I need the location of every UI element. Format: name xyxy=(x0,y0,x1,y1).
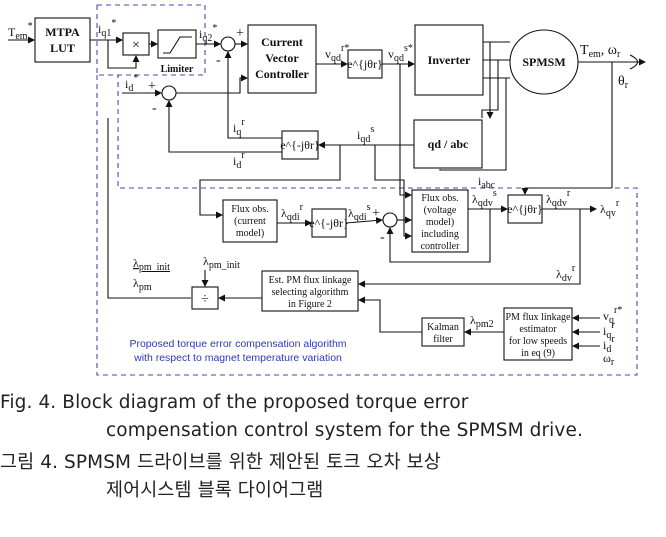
label-lam-qdv-r: λqdvr xyxy=(546,188,571,209)
block-diagram: MTPA LUT × Limiter Current Vector Contro… xyxy=(8,4,646,376)
qd-abc-block: qd / abc xyxy=(413,119,483,169)
sign-plus-2: + xyxy=(148,79,156,94)
sign-minus-3: - xyxy=(380,230,385,245)
label-iq-r: iqr xyxy=(233,117,245,138)
label-lam-dv-r: λdvr xyxy=(556,263,576,284)
cvc-label-2: Vector xyxy=(265,51,299,65)
sign-minus-2: - xyxy=(152,101,157,116)
sum-id xyxy=(161,85,177,101)
wires xyxy=(8,36,646,350)
limiter-label: Limiter xyxy=(161,64,194,75)
fluxv-label-1: Flux obs. xyxy=(421,193,458,204)
pmest-label-1: PM flux linkage xyxy=(506,312,572,323)
rot1-label: e^{jθr} xyxy=(347,57,383,71)
label-iqd-s: iqds xyxy=(357,124,374,145)
label-id-ref: id* xyxy=(125,73,138,94)
label-lam-pm2: λpm2 xyxy=(470,313,494,330)
fluxv-label-2: (voltage xyxy=(424,205,457,216)
dashed-regions xyxy=(96,4,638,376)
caption-ko-line-2: 제어시스템 블록 다이어그램 xyxy=(106,480,324,501)
label-iq-in: iqr xyxy=(603,320,615,341)
fluxv-label-4: including xyxy=(421,229,459,240)
sum-iq xyxy=(220,36,236,52)
proposed-line-2: with respect to magnet temperature varia… xyxy=(133,352,342,364)
rotation-inverse-block-1: e^{-jθr} xyxy=(280,130,320,160)
kalman-filter-block: Kalman filter xyxy=(421,317,465,347)
pmest-label-3: for low speeds xyxy=(509,336,567,347)
label-tem-out: Tem, ωr xyxy=(580,43,621,60)
label-id-in: idr xyxy=(603,334,615,355)
label-id-r: idr xyxy=(233,150,245,171)
fluxv-label-5: controller xyxy=(421,241,461,252)
label-lam-qdi-r: λqdir xyxy=(281,202,304,223)
caption-en-line-1: Fig. 4. Block diagram of the proposed to… xyxy=(0,392,469,413)
rot-inv2-label: e^{-jθr} xyxy=(309,216,349,230)
label-lam-pm-init-b: λpm_init xyxy=(203,254,240,271)
pm-flux-estimator-block: PM flux linkage estimator for low speeds… xyxy=(503,307,573,361)
rotation-block-2: e^{jθr} xyxy=(507,194,543,224)
fluxc-label-2: (current xyxy=(234,216,266,227)
estpm-label-2: selecting algorithm xyxy=(272,287,349,298)
fluxc-label-3: model) xyxy=(236,228,264,239)
cvc-label-3: Controller xyxy=(255,67,309,81)
label-lam-qdi-s: λqdis xyxy=(348,202,371,223)
label-vqd-r: vqdr* xyxy=(325,43,349,64)
label-tem-ref: Tem* xyxy=(8,21,33,42)
qd-abc-label: qd / abc xyxy=(428,137,469,151)
label-theta-r: θr xyxy=(618,74,629,91)
estpm-label-1: Est. PM flux linkage xyxy=(269,275,352,286)
label-wr-in: ωr xyxy=(603,351,615,368)
signs: + - + - + - xyxy=(148,26,385,245)
spmsm-block: SPMSM xyxy=(509,29,579,95)
mtpa-label-1: MTPA xyxy=(45,25,80,39)
mtpa-label-2: LUT xyxy=(50,41,75,55)
current-vector-controller-block: Current Vector Controller xyxy=(247,24,317,94)
label-iq2: iq2* xyxy=(199,23,217,44)
divide-block: ÷ xyxy=(191,286,219,310)
mtpa-lut-block: MTPA LUT xyxy=(34,17,91,63)
fluxv-label-3: model) xyxy=(426,217,454,228)
pmest-label-2: estimator xyxy=(519,324,557,335)
estpm-label-3: in Figure 2 xyxy=(288,299,332,310)
sign-plus-1: + xyxy=(236,26,244,41)
cvc-label-1: Current xyxy=(261,35,303,49)
label-lam-pm: λpm xyxy=(133,276,152,293)
label-vqd-s: vqds* xyxy=(388,43,413,64)
label-iq1: iq1* xyxy=(98,18,116,39)
spmsm-label: SPMSM xyxy=(522,55,565,69)
flux-observer-current-block: Flux obs. (current model) xyxy=(222,199,278,243)
label-lam-qv-r: λqvr xyxy=(600,198,620,219)
fluxc-label-1: Flux obs. xyxy=(231,204,268,215)
proposed-line-1: Proposed torque error compensation algor… xyxy=(129,338,346,350)
rotation-inverse-block-2: e^{-jθr} xyxy=(309,208,349,238)
rot-inv-label: e^{-jθr} xyxy=(280,138,320,152)
rot2-label: e^{jθr} xyxy=(507,202,543,216)
multiply-symbol: × xyxy=(132,38,140,53)
sign-plus-3: + xyxy=(372,206,380,221)
est-pm-selector-block: Est. PM flux linkage selecting algorithm… xyxy=(261,270,359,312)
divide-symbol: ÷ xyxy=(201,292,209,307)
label-lam-pm-init-a: λpm_init xyxy=(133,256,170,273)
caption-en-line-2: compensation control system for the SPMS… xyxy=(106,420,583,441)
sum-flux xyxy=(382,212,398,228)
pmest-label-4: in eq (9) xyxy=(521,348,555,359)
proposed-algorithm-label: Proposed torque error compensation algor… xyxy=(129,338,346,364)
inverter-label: Inverter xyxy=(428,53,471,67)
label-iabc: iabc xyxy=(478,174,496,191)
sign-minus-1: - xyxy=(216,53,221,68)
kalman-label-1: Kalman xyxy=(427,322,459,333)
inverter-block: Inverter xyxy=(414,24,484,96)
flux-observer-voltage-block: Flux obs. (voltage model) including cont… xyxy=(411,189,469,253)
signal-labels: Tem* iq1* iq2* vqdr* vqds* Tem, ωr θr id… xyxy=(8,18,629,368)
caption-ko-line-1: 그림 4. SPMSM 드라이브를 위한 제안된 토크 오차 보상 xyxy=(0,452,441,473)
label-lam-qdv-s: λqdvs xyxy=(472,188,497,209)
multiply-block: × xyxy=(122,32,150,56)
limiter-block: Limiter xyxy=(157,29,197,75)
rotation-block-1: e^{jθr} xyxy=(347,49,383,79)
kalman-label-2: filter xyxy=(433,334,453,345)
label-vq-r: vqr* xyxy=(603,305,622,326)
